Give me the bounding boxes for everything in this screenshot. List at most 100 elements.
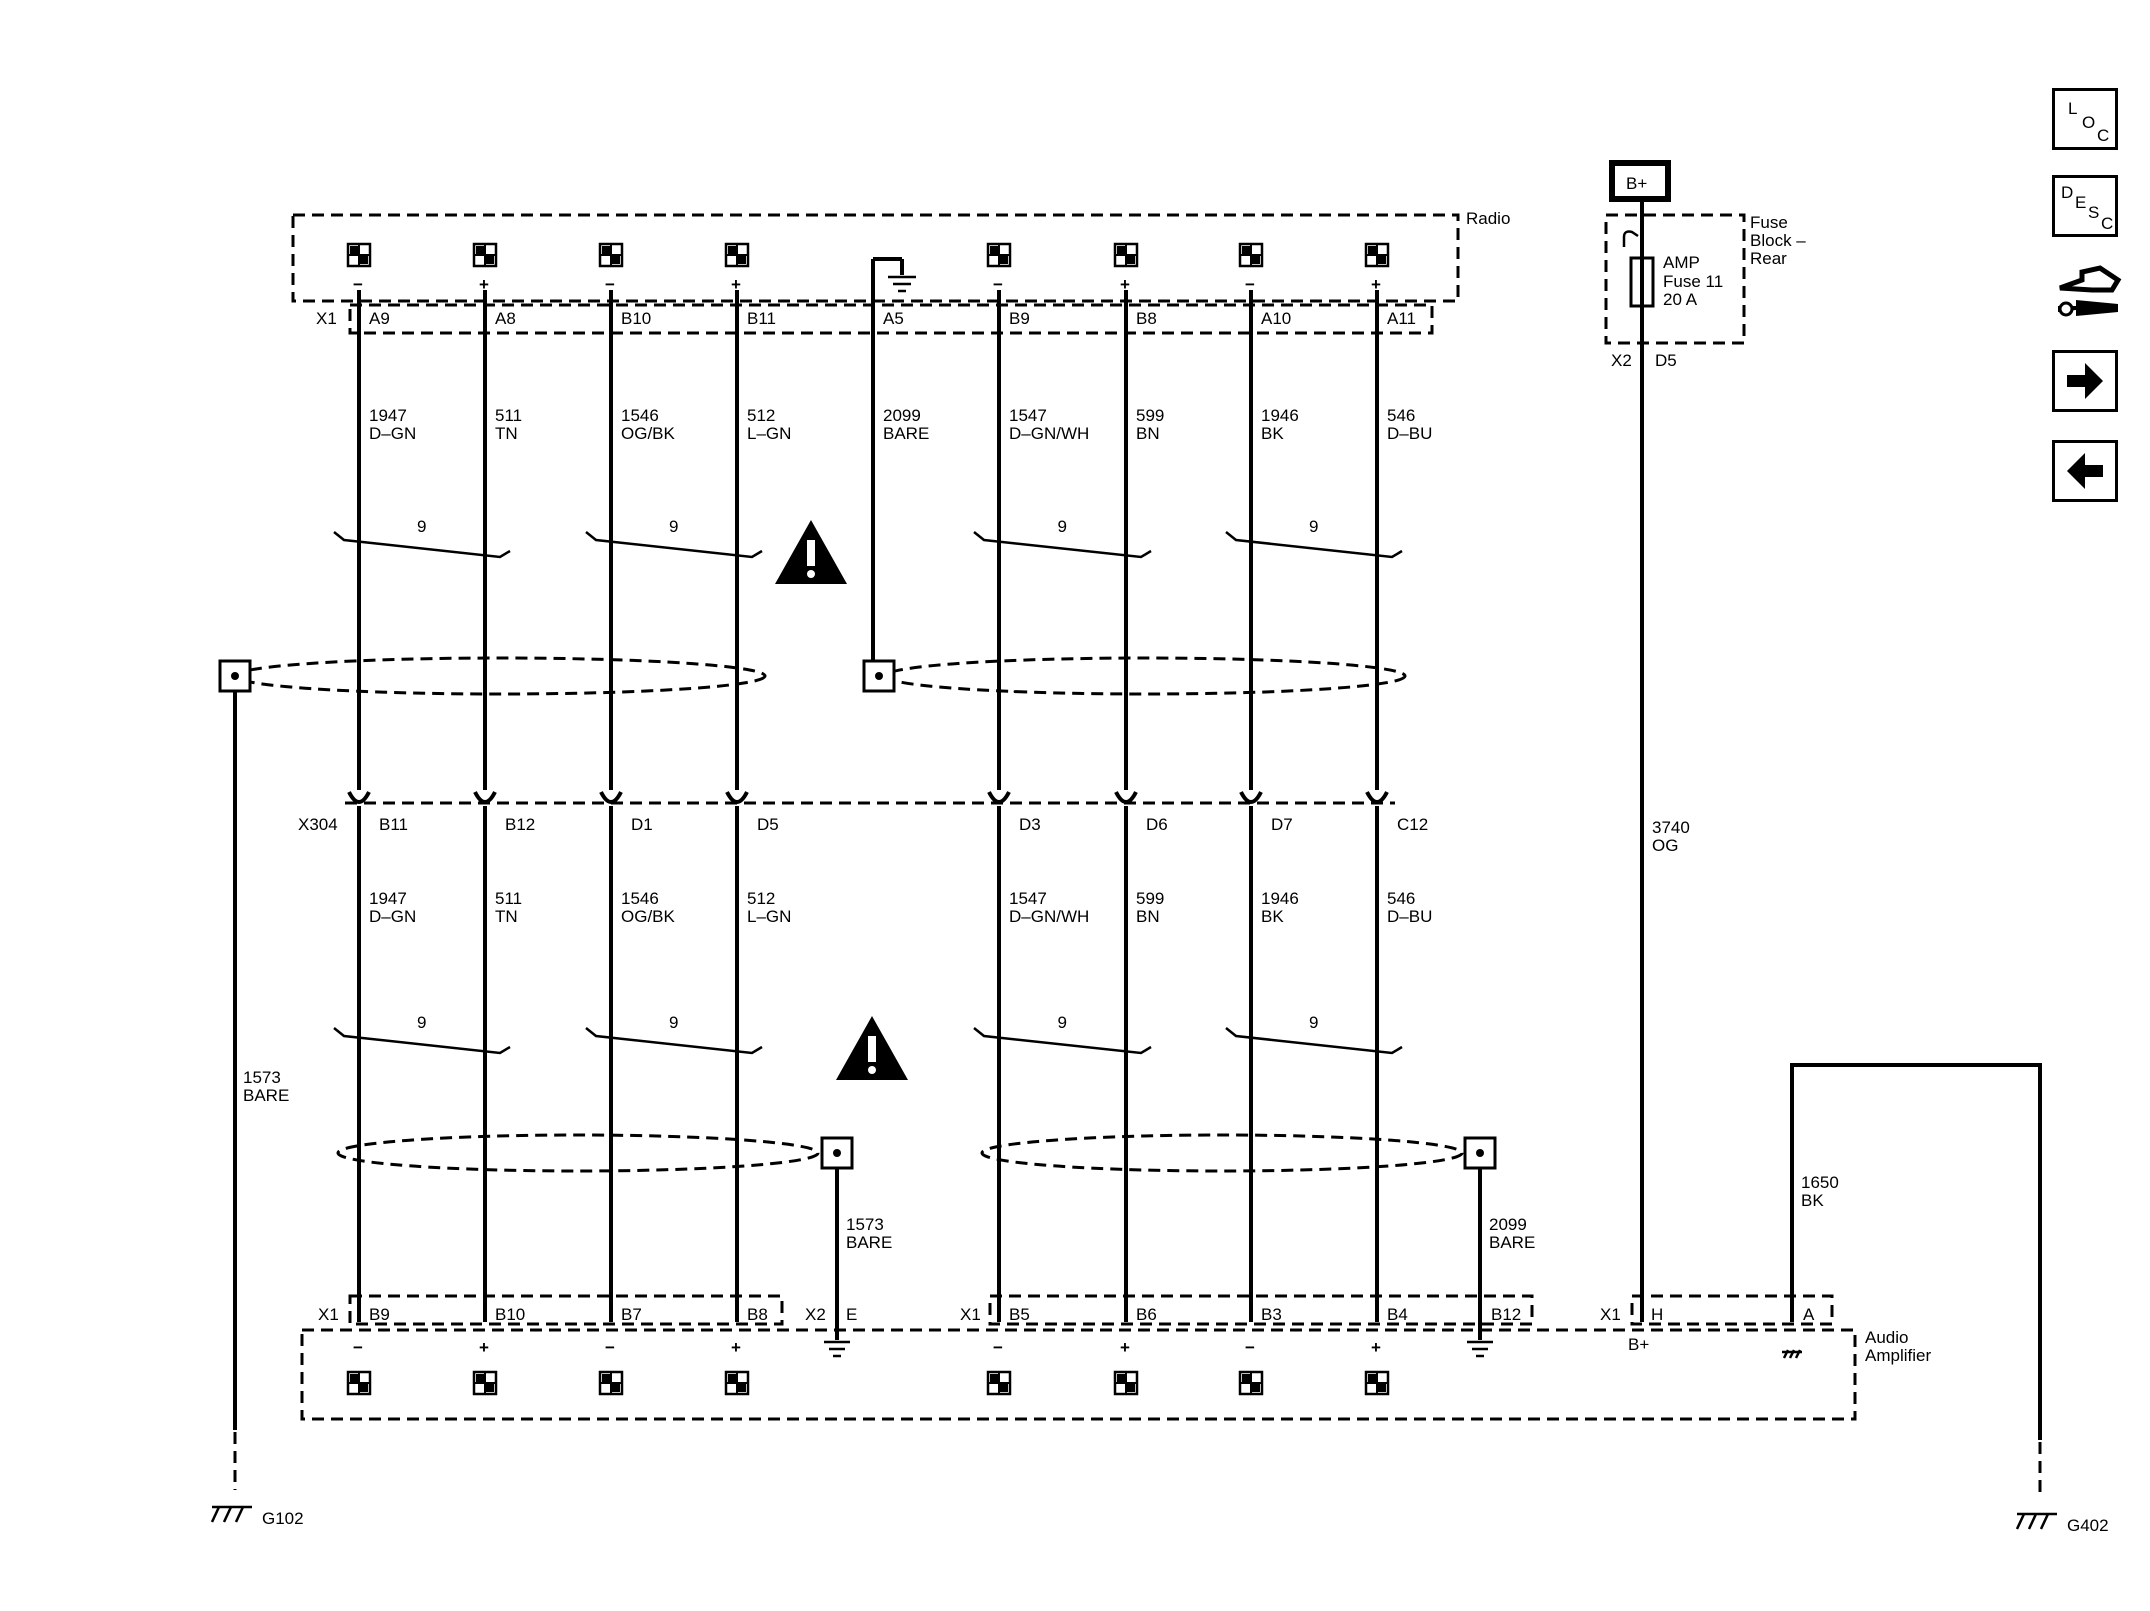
radio-polarity: + bbox=[1120, 275, 1130, 294]
wire-top-num: 2099 bbox=[883, 406, 921, 425]
twist-count: 9 bbox=[669, 1013, 678, 1032]
shield-bottom-right bbox=[980, 1133, 1464, 1173]
ground-wire-num: 1650 bbox=[1801, 1173, 1839, 1192]
previous-page-button[interactable] bbox=[2052, 440, 2118, 502]
amp-ground-e-icon bbox=[824, 1340, 850, 1358]
amp-polarity: + bbox=[1120, 1338, 1130, 1357]
inline-pin: D1 bbox=[631, 815, 653, 834]
inline-terminal-icon bbox=[725, 791, 749, 804]
amp-polarity: + bbox=[731, 1338, 741, 1357]
wire-bottom-num: 1546 bbox=[621, 889, 659, 908]
radio-label: Radio bbox=[1466, 209, 1510, 228]
twist-count: 9 bbox=[417, 1013, 426, 1032]
ground-g402-icon bbox=[2015, 1512, 2057, 1530]
amp-terminal-icon-fill bbox=[476, 1374, 494, 1392]
wire-top-color: D–GN bbox=[369, 424, 416, 443]
caution-icon-bottom bbox=[836, 1016, 908, 1080]
amp-polarity: − bbox=[605, 1338, 615, 1357]
amp-x2-label: X2 bbox=[805, 1305, 826, 1324]
wire-top-color: OG/BK bbox=[621, 424, 676, 443]
drain-right-color: BARE bbox=[1489, 1233, 1535, 1252]
amp-terminal-icon-fill bbox=[1117, 1374, 1135, 1392]
radio-terminal-icon-fill bbox=[476, 246, 494, 264]
shield-top-right bbox=[883, 656, 1407, 696]
twist-marker-icon bbox=[333, 531, 511, 559]
radio-terminal-icon-fill bbox=[1117, 246, 1135, 264]
radio-connector-x1: X1 bbox=[316, 309, 337, 328]
inline-terminal-icon bbox=[1239, 791, 1263, 804]
twist-count: 9 bbox=[417, 517, 426, 536]
radio-pin: B11 bbox=[747, 309, 776, 328]
fuse-block-box bbox=[1604, 213, 1746, 345]
wire-top-num: 546 bbox=[1387, 406, 1415, 425]
twist-count: 9 bbox=[1309, 517, 1318, 536]
twist-marker-icon bbox=[1225, 1027, 1403, 1055]
radio-polarity: − bbox=[1245, 275, 1255, 294]
wire-top-num: 1546 bbox=[621, 406, 659, 425]
radio-polarity: + bbox=[1371, 275, 1381, 294]
amp-pin: B8 bbox=[747, 1305, 768, 1324]
radio-polarity: − bbox=[605, 275, 615, 294]
fuse-label-1: AMP bbox=[1663, 253, 1700, 272]
shield-top-left bbox=[233, 656, 767, 696]
inline-terminal-icon bbox=[987, 791, 1011, 804]
wire-top-num: 1946 bbox=[1261, 406, 1299, 425]
loc-letter-o: O bbox=[2082, 113, 2096, 132]
radio-pin: A8 bbox=[495, 309, 516, 328]
amplifier-label-2: Amplifier bbox=[1865, 1346, 1931, 1365]
loc-letter-l: L bbox=[2068, 99, 2078, 118]
wire-bottom-color: D–BU bbox=[1387, 907, 1432, 926]
radio-polarity: + bbox=[479, 275, 489, 294]
radio-pin: A11 bbox=[1387, 309, 1416, 328]
twist-count: 9 bbox=[1309, 1013, 1318, 1032]
drain-mid-color: BARE bbox=[846, 1233, 892, 1252]
wire-bottom-num: 512 bbox=[747, 889, 775, 908]
desc-letter-e: E bbox=[2075, 193, 2087, 212]
inline-pin: D6 bbox=[1146, 815, 1168, 834]
inline-pin: B11 bbox=[379, 815, 408, 834]
description-button[interactable]: D E S C bbox=[2052, 175, 2118, 237]
drain-right-num: 2099 bbox=[1489, 1215, 1527, 1234]
amp-x1b-connector-box bbox=[988, 1294, 1534, 1326]
drain-left-num: 1573 bbox=[243, 1068, 281, 1087]
radio-pin: B8 bbox=[1136, 309, 1157, 328]
inline-terminal-icon bbox=[473, 791, 497, 804]
fuse-block-label-3: Rear bbox=[1750, 249, 1787, 268]
wire-bottom-color: TN bbox=[495, 907, 518, 926]
wire-bottom-num: 511 bbox=[495, 889, 522, 908]
fuse-block-connector: X2 bbox=[1611, 351, 1632, 370]
wire-top-color: L–GN bbox=[747, 424, 791, 443]
amp-polarity: + bbox=[1371, 1338, 1381, 1357]
twist-marker-icon bbox=[973, 531, 1152, 559]
fuse-block-label-1: Fuse bbox=[1750, 213, 1788, 232]
service-tools-icon[interactable] bbox=[2052, 260, 2124, 332]
ground-g102-icon bbox=[210, 1505, 252, 1523]
radio-pin: B9 bbox=[1009, 309, 1030, 328]
ground-wire-color: BK bbox=[1801, 1191, 1824, 1210]
radio-terminal-icon-fill bbox=[990, 246, 1008, 264]
inline-terminal-icon bbox=[599, 791, 623, 804]
ground-wire-1650 bbox=[1790, 1063, 2042, 1440]
wire-bottom-color: D–GN/WH bbox=[1009, 907, 1089, 926]
power-wire-num: 3740 bbox=[1652, 818, 1690, 837]
amp-ground-b12-icon bbox=[1467, 1340, 1493, 1358]
amp-pin: B9 bbox=[369, 1305, 390, 1324]
amp-pin: B5 bbox=[1009, 1305, 1030, 1324]
location-button[interactable]: L O C bbox=[2052, 88, 2118, 150]
next-page-button[interactable] bbox=[2052, 350, 2118, 412]
drain-left-color: BARE bbox=[243, 1086, 289, 1105]
amp-x1c-pin-a: A bbox=[1803, 1305, 1815, 1324]
wire-bottom-num: 546 bbox=[1387, 889, 1415, 908]
amp-pin: B10 bbox=[495, 1305, 525, 1324]
radio-polarity: + bbox=[731, 275, 741, 294]
amp-terminal-icon-fill bbox=[1368, 1374, 1386, 1392]
drain-terminal-top-mid bbox=[862, 659, 896, 693]
wire-bottom-num: 1947 bbox=[369, 889, 407, 908]
radio-terminal-icon-fill bbox=[1368, 246, 1386, 264]
amp-case-ground-icon bbox=[1782, 1349, 1802, 1359]
twist-count: 9 bbox=[669, 517, 678, 536]
wire-top-color: BK bbox=[1261, 424, 1284, 443]
radio-chassis-ground bbox=[873, 257, 916, 293]
left-arrow-icon bbox=[2067, 453, 2103, 489]
